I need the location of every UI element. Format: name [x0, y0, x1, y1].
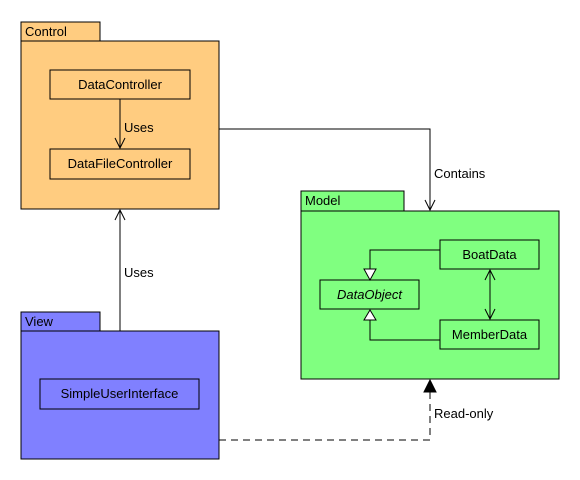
control-package-label: Control — [25, 24, 67, 39]
member-data-label: MemberData — [452, 327, 528, 342]
view-read-only-model-label: Read-only — [434, 406, 494, 421]
data-file-controller-label: DataFileController — [68, 156, 173, 171]
model-package-label: Model — [305, 193, 341, 208]
simple-user-interface-class[interactable] — [39, 378, 200, 410]
view-package[interactable]: View SimpleUserInterface — [20, 311, 220, 460]
data-controller-label: DataController — [78, 77, 162, 92]
view-package-label: View — [25, 314, 54, 329]
member-data-inherits-line — [369, 320, 440, 341]
member-data-inheritance-arrowhead — [363, 309, 377, 321]
view-read-only-model-arrowhead — [423, 378, 437, 393]
boat-data-label: BoatData — [462, 247, 517, 262]
data-object-label: DataObject — [337, 287, 403, 302]
view-uses-control-label: Uses — [124, 265, 154, 280]
boat-data-class[interactable] — [439, 239, 540, 270]
controller-uses-label: Uses — [124, 120, 154, 135]
boat-data-inherits-line — [369, 249, 440, 269]
member-data-class[interactable] — [439, 319, 540, 350]
data-object-class[interactable] — [319, 279, 420, 310]
control-package[interactable]: Control DataController DataFileControlle… — [20, 21, 220, 210]
model-package[interactable]: Model BoatData MemberData DataObject — [300, 190, 560, 380]
simple-user-interface-label: SimpleUserInterface — [61, 386, 179, 401]
view-read-only-model-line — [219, 392, 431, 441]
control-contains-model-arrow — [219, 128, 430, 210]
data-file-controller-class[interactable] — [49, 148, 191, 180]
boat-data-inheritance-arrowhead — [363, 268, 377, 282]
control-contains-model-label: Contains — [434, 166, 486, 181]
data-controller-class[interactable] — [49, 69, 191, 100]
